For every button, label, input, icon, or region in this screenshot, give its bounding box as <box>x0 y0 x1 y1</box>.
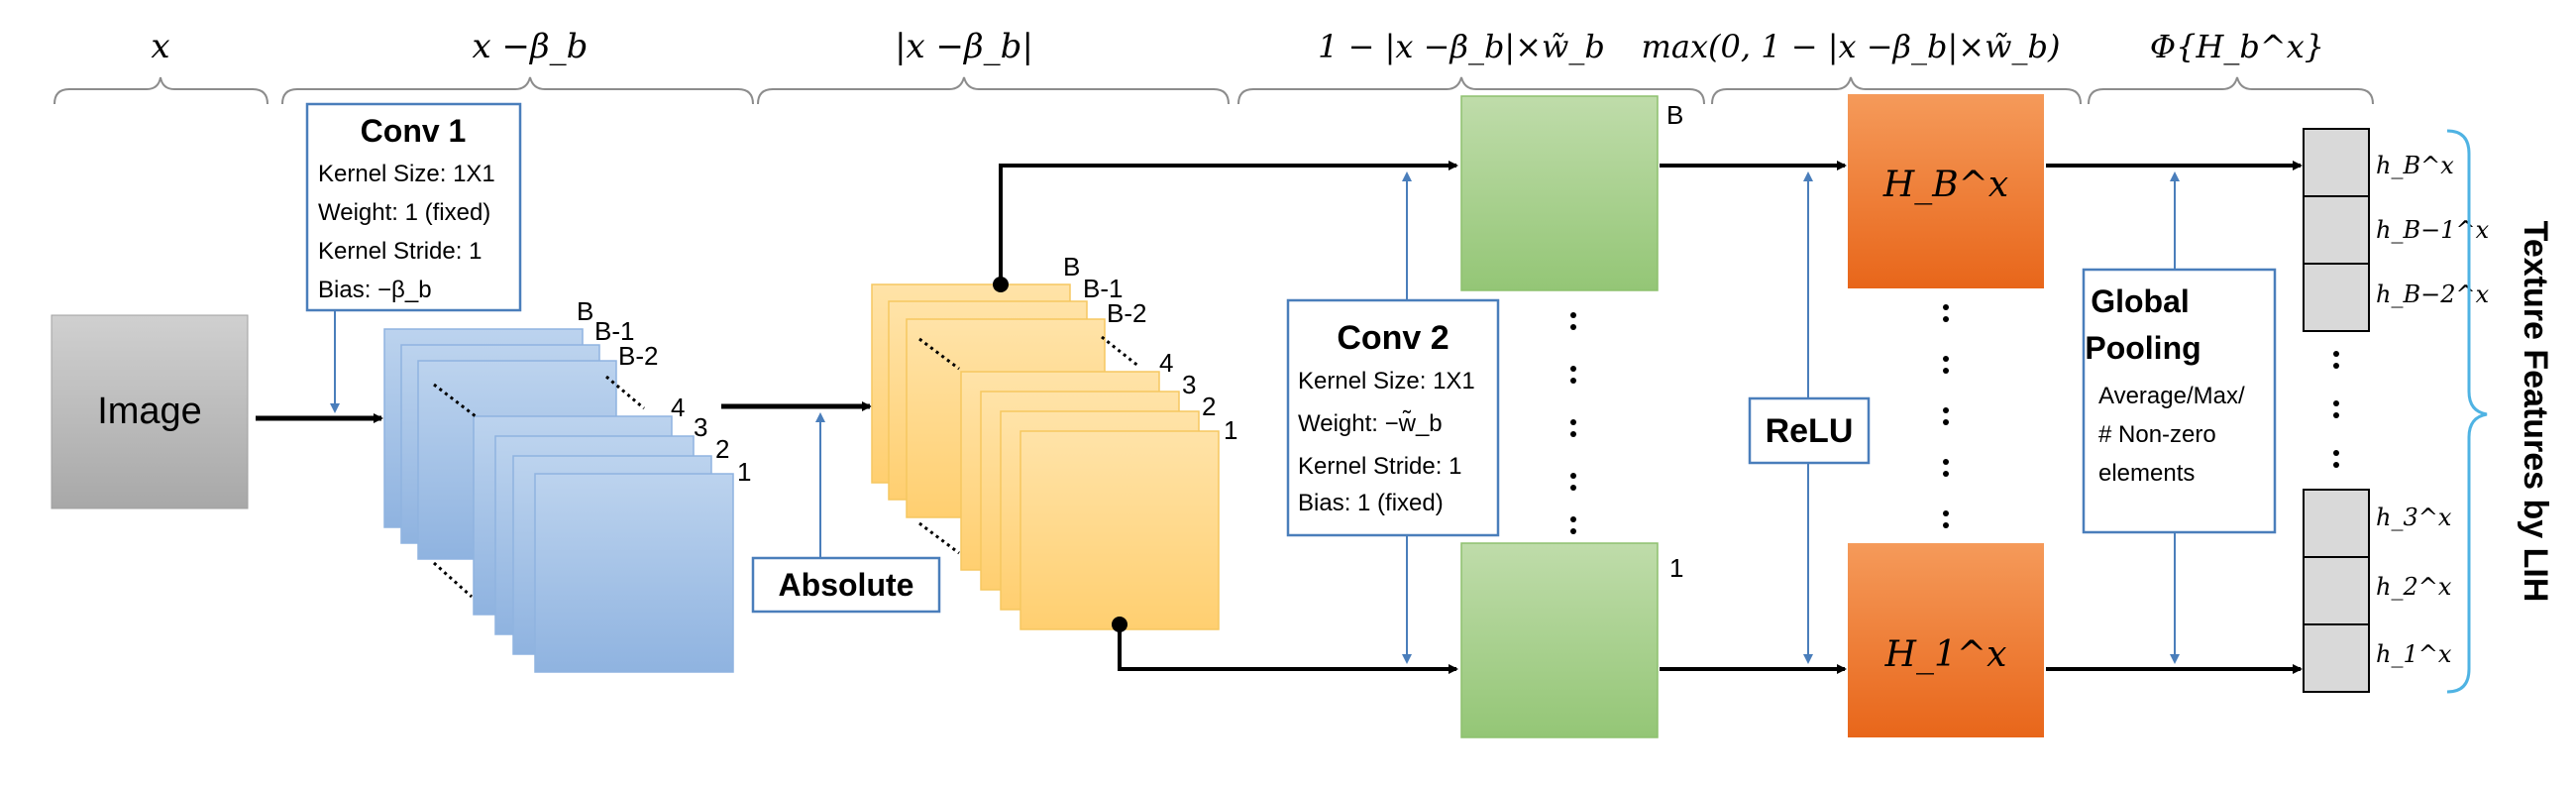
yellow-label-4: 4 <box>1159 348 1173 378</box>
yellow-to-green-connectors <box>999 161 1458 674</box>
pooling-title-line2: Pooling <box>2085 330 2200 366</box>
pooling-line-nonzero: # Non-zero <box>2098 421 2216 448</box>
blue-label-B: B <box>577 296 593 326</box>
formula-max: max(0, 1 − |x −β_b|×w̃_b) <box>1642 28 2061 65</box>
yellow-label-B-1: B-1 <box>1083 274 1123 303</box>
conv1-title: Conv 1 <box>361 113 467 149</box>
blue-feature-stack <box>383 328 734 673</box>
conv2-box: Conv 2 Kernel Size: 1X1 Weight: −w̃_b Ke… <box>1286 298 1500 537</box>
formula-x: x <box>151 27 169 66</box>
yellow-label-2: 2 <box>1202 392 1216 421</box>
header-braces <box>54 76 2374 105</box>
conv2-line-bias: Bias: 1 (fixed) <box>1298 490 1444 516</box>
relu-label: ReLU <box>1766 412 1854 450</box>
formula-x-minus-beta: x −β_b <box>473 27 589 66</box>
yellow-label-3: 3 <box>1182 370 1196 399</box>
green-top-label: B <box>1666 100 1683 130</box>
feature-label-h2: h_2^x <box>2376 573 2452 601</box>
junction-bottom <box>1112 617 1127 632</box>
feature-label-h1: h_1^x <box>2376 640 2452 668</box>
conv2-line-weight: Weight: −w̃_b <box>1298 410 1443 437</box>
feature-labels: h_B^x h_B−1^x h_B−2^x h_3^x h_2^x h_1^x <box>2376 152 2490 668</box>
conv1-line-weight: Weight: 1 (fixed) <box>318 199 490 226</box>
conv1-line-bias: Bias: −β_b <box>318 277 432 303</box>
blue-stack-labels: B B-1 B-2 4 3 2 1 <box>577 296 751 487</box>
feature-vector-dots <box>2333 351 2339 468</box>
absolute-box: Absolute <box>751 556 941 614</box>
conv2-line-stride: Kernel Stride: 1 <box>1298 453 1461 480</box>
feature-vector-bottom <box>2303 489 2370 693</box>
pooling-line-average: Average/Max/ <box>2098 383 2245 409</box>
yellow-label-B: B <box>1063 252 1080 281</box>
yellow-label-1: 1 <box>1224 415 1237 445</box>
blue-label-B-2: B-2 <box>618 341 658 371</box>
feature-vector-top <box>2303 128 2370 332</box>
yellow-stack-labels: B B-1 B-2 4 3 2 1 <box>1063 252 1237 445</box>
blue-label-1: 1 <box>737 457 751 487</box>
conv1-box: Conv 1 Kernel Size: 1X1 Weight: 1 (fixed… <box>305 102 522 312</box>
feature-label-hB-2: h_B−2^x <box>2376 281 2490 308</box>
orange-block-bottom: H_1^x <box>1848 543 2044 737</box>
pooling-title-line1: Global <box>2091 283 2190 319</box>
green-bottom-label: 1 <box>1669 553 1683 583</box>
blue-stack-ellipsis <box>432 375 645 599</box>
input-image-block: Image <box>51 314 249 509</box>
formula-phi: Φ{H_b^x} <box>2150 28 2324 65</box>
input-image-label: Image <box>97 391 202 432</box>
pooling-line-elements: elements <box>2098 460 2195 487</box>
yellow-label-B-2: B-2 <box>1107 298 1146 328</box>
stage-formulas: x x −β_b |x −β_b| 1 − |x −β_b|×w̃_b max(… <box>151 27 2324 66</box>
output-brace <box>2446 129 2488 694</box>
feature-label-h3: h_3^x <box>2376 504 2452 531</box>
junction-top <box>993 277 1009 292</box>
conv2-title: Conv 2 <box>1337 319 1449 357</box>
orange-vertical-dots <box>1943 304 1949 528</box>
blue-label-B-1: B-1 <box>594 316 634 346</box>
green-vertical-dots <box>1570 312 1576 534</box>
conv1-line-stride: Kernel Stride: 1 <box>318 238 482 265</box>
conv2-line-kernel-size: Kernel Size: 1X1 <box>1298 368 1475 394</box>
blue-label-2: 2 <box>715 434 729 464</box>
yellow-stack-ellipsis <box>918 335 1140 555</box>
feature-label-hB: h_B^x <box>2376 152 2454 179</box>
formula-one-minus: 1 − |x −β_b|×w̃_b <box>1318 28 1605 65</box>
relu-box: ReLU <box>1748 396 1871 465</box>
global-pooling-box: Global Pooling Average/Max/ # Non-zero e… <box>2082 268 2277 534</box>
absolute-label: Absolute <box>779 567 914 603</box>
orange-bottom-label: H_1^x <box>1884 634 2007 675</box>
green-block-top <box>1460 95 1659 291</box>
output-label: Texture Features by LIH <box>2517 221 2554 603</box>
yellow-feature-stack <box>871 283 1220 630</box>
orange-block-top: H_B^x <box>1848 94 2044 288</box>
feature-label-hB-1: h_B−1^x <box>2376 216 2490 244</box>
formula-abs: |x −β_b| <box>895 27 1033 66</box>
blue-label-4: 4 <box>671 393 685 422</box>
blue-label-3: 3 <box>694 412 707 442</box>
orange-top-label: H_B^x <box>1882 165 2008 205</box>
green-block-bottom <box>1460 542 1659 738</box>
conv1-line-kernel-size: Kernel Size: 1X1 <box>318 161 495 187</box>
